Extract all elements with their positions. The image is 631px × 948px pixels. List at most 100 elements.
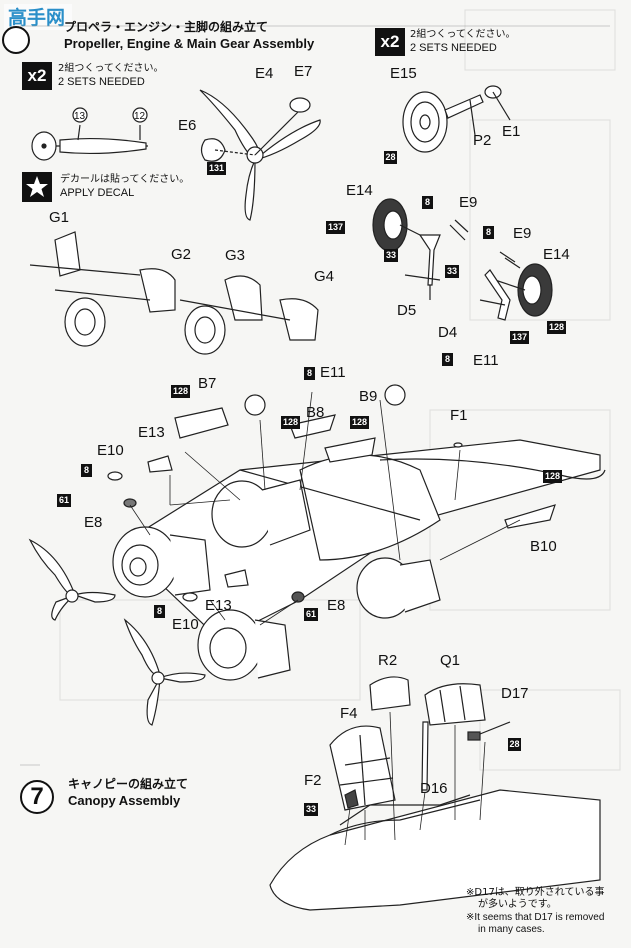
step-7-title-jp: キャノピーの組み立て [68,777,189,791]
sets-needed-left-en: 2 SETS NEEDED [58,76,145,88]
part-f2-sketch [344,789,359,809]
part-label-e11-right: E11 [473,352,499,369]
part-circle-13: 13 [74,111,86,122]
decal-number-33-f2: 33 [304,803,318,816]
decal-number-8-e11-left: 8 [304,367,315,380]
part-label-b8: B8 [306,404,325,421]
part-label-e7: E7 [294,63,313,80]
propeller-left-upper-sketch [28,538,116,621]
part-label-f1: F1 [450,407,468,424]
sets-needed-badge-left: x2 [22,62,52,90]
gear-door-g1-sketch [29,231,176,347]
part-label-e1: E1 [502,123,521,140]
step-6-title-jp: プロペラ・エンジン・主脚の組み立て [64,20,269,34]
part-label-b10: B10 [530,538,557,555]
propeller-left-lower-sketch [123,618,206,726]
main-gear-d4-sketch [479,251,553,321]
sets-needed-left-jp: 2組つくってください。 [58,63,164,74]
part-label-e10-lower: E10 [172,616,199,633]
part-label-g1: G1 [49,209,70,226]
decal-number-28-wheel: 28 [384,151,397,164]
decal-number-8-right: 8 [483,226,494,239]
decal-number-61-lower: 61 [304,608,318,621]
d17-note-en-line2: in many cases. [478,924,545,935]
decal-number-8-e10-upper: 8 [81,464,92,477]
part-label-e9-lower: E9 [513,225,532,242]
canopy-r2-sketch [369,676,411,711]
part-label-g3: G3 [225,247,246,264]
engine-left-upper-sketch [112,526,211,598]
propeller-detail-sketch [31,107,148,161]
fuselage-nose-sketch [269,789,601,911]
part-label-e13-lower: E13 [205,597,232,614]
part-label-e10-upper: E10 [97,442,124,459]
part-label-d17: D17 [501,685,529,702]
watermark-logo-graphic: 高手网 [4,4,72,30]
gear-door-g3-sketch [179,275,319,355]
decal-number-137-right: 137 [510,331,529,344]
decal-number-8-e11-right: 8 [442,353,453,366]
sets-needed-right-jp: 2組つくってください。 [410,29,516,40]
decal-number-137-left: 137 [326,221,345,234]
step-7-title-en: Canopy Assembly [68,793,181,808]
part-label-q1: Q1 [440,652,461,669]
part-label-b7: B7 [198,375,217,392]
decal-number-128-b8: 128 [281,416,300,429]
part-label-e11-left: E11 [320,364,346,381]
part-label-d4: D4 [438,324,458,341]
main-gear-d5-sketch [372,198,469,300]
part-label-e13-upper: E13 [138,424,165,441]
part-label-g2: G2 [171,246,192,263]
decal-number-33-right: 33 [445,265,459,278]
svg-text:高手网: 高手网 [8,6,65,29]
part-label-e6: E6 [178,117,197,134]
engine-right-sketch [211,479,441,619]
decal-number-128-b10: 128 [543,470,562,483]
part-label-e9-upper: E9 [459,194,478,211]
part-label-e8-upper: E8 [84,514,103,531]
part-label-e14-lower: E14 [543,246,570,263]
cowl-parts-sketch [107,384,556,603]
propeller-e4-sketch [199,89,321,221]
part-label-p2: P2 [473,132,492,149]
antenna-d16-sketch [421,721,429,791]
decal-number-128-b9: 128 [350,416,369,429]
part-label-d5: D5 [397,302,417,319]
decal-number-28-d17: 28 [508,738,521,751]
part-label-r2: R2 [378,652,398,669]
sets-needed-badge-right: x2 [375,28,405,56]
d17-note-jp-line1: ※D17は、取り外されている事 [466,887,605,898]
d17-note-en-line1: ※It seems that D17 is removed [466,912,605,923]
part-label-f2: F2 [304,772,322,789]
decal-number-33-left: 33 [384,249,398,262]
leader-lines [129,391,521,626]
part-label-e14-upper: E14 [346,182,373,199]
part-label-f4: F4 [340,705,358,722]
part-label-e15: E15 [390,65,417,82]
decal-number-128-wheel: 128 [547,321,566,334]
wheel-e15-sketch [402,85,511,153]
part-label-d16: D16 [420,780,448,797]
decal-note-jp: デカールは貼ってください。 [60,174,190,185]
gun-d17-sketch [467,721,511,741]
canopy-q1-sketch [424,683,486,726]
part-label-e8-lower: E8 [327,597,346,614]
decal-number-131: 131 [207,162,226,175]
step-6-title-en: Propeller, Engine & Main Gear Assembly [64,36,315,51]
part-label-b9: B9 [359,388,378,405]
decal-note-en: APPLY DECAL [60,187,135,199]
canopy-f4-sketch [329,725,396,811]
decal-number-128-b7: 128 [171,385,190,398]
part-circle-12: 12 [134,111,146,122]
part-label-e4: E4 [255,65,274,82]
step-7-number: 7 [20,780,54,814]
decal-number-61-upper: 61 [57,494,71,507]
watermark-logo: 高手网 [4,4,72,30]
show-through-background [59,9,621,771]
decal-number-8-e10-lower: 8 [154,605,165,618]
decal-star-icon [22,172,52,202]
canopy-leader-lines [344,711,486,846]
step-6-number [2,26,30,54]
